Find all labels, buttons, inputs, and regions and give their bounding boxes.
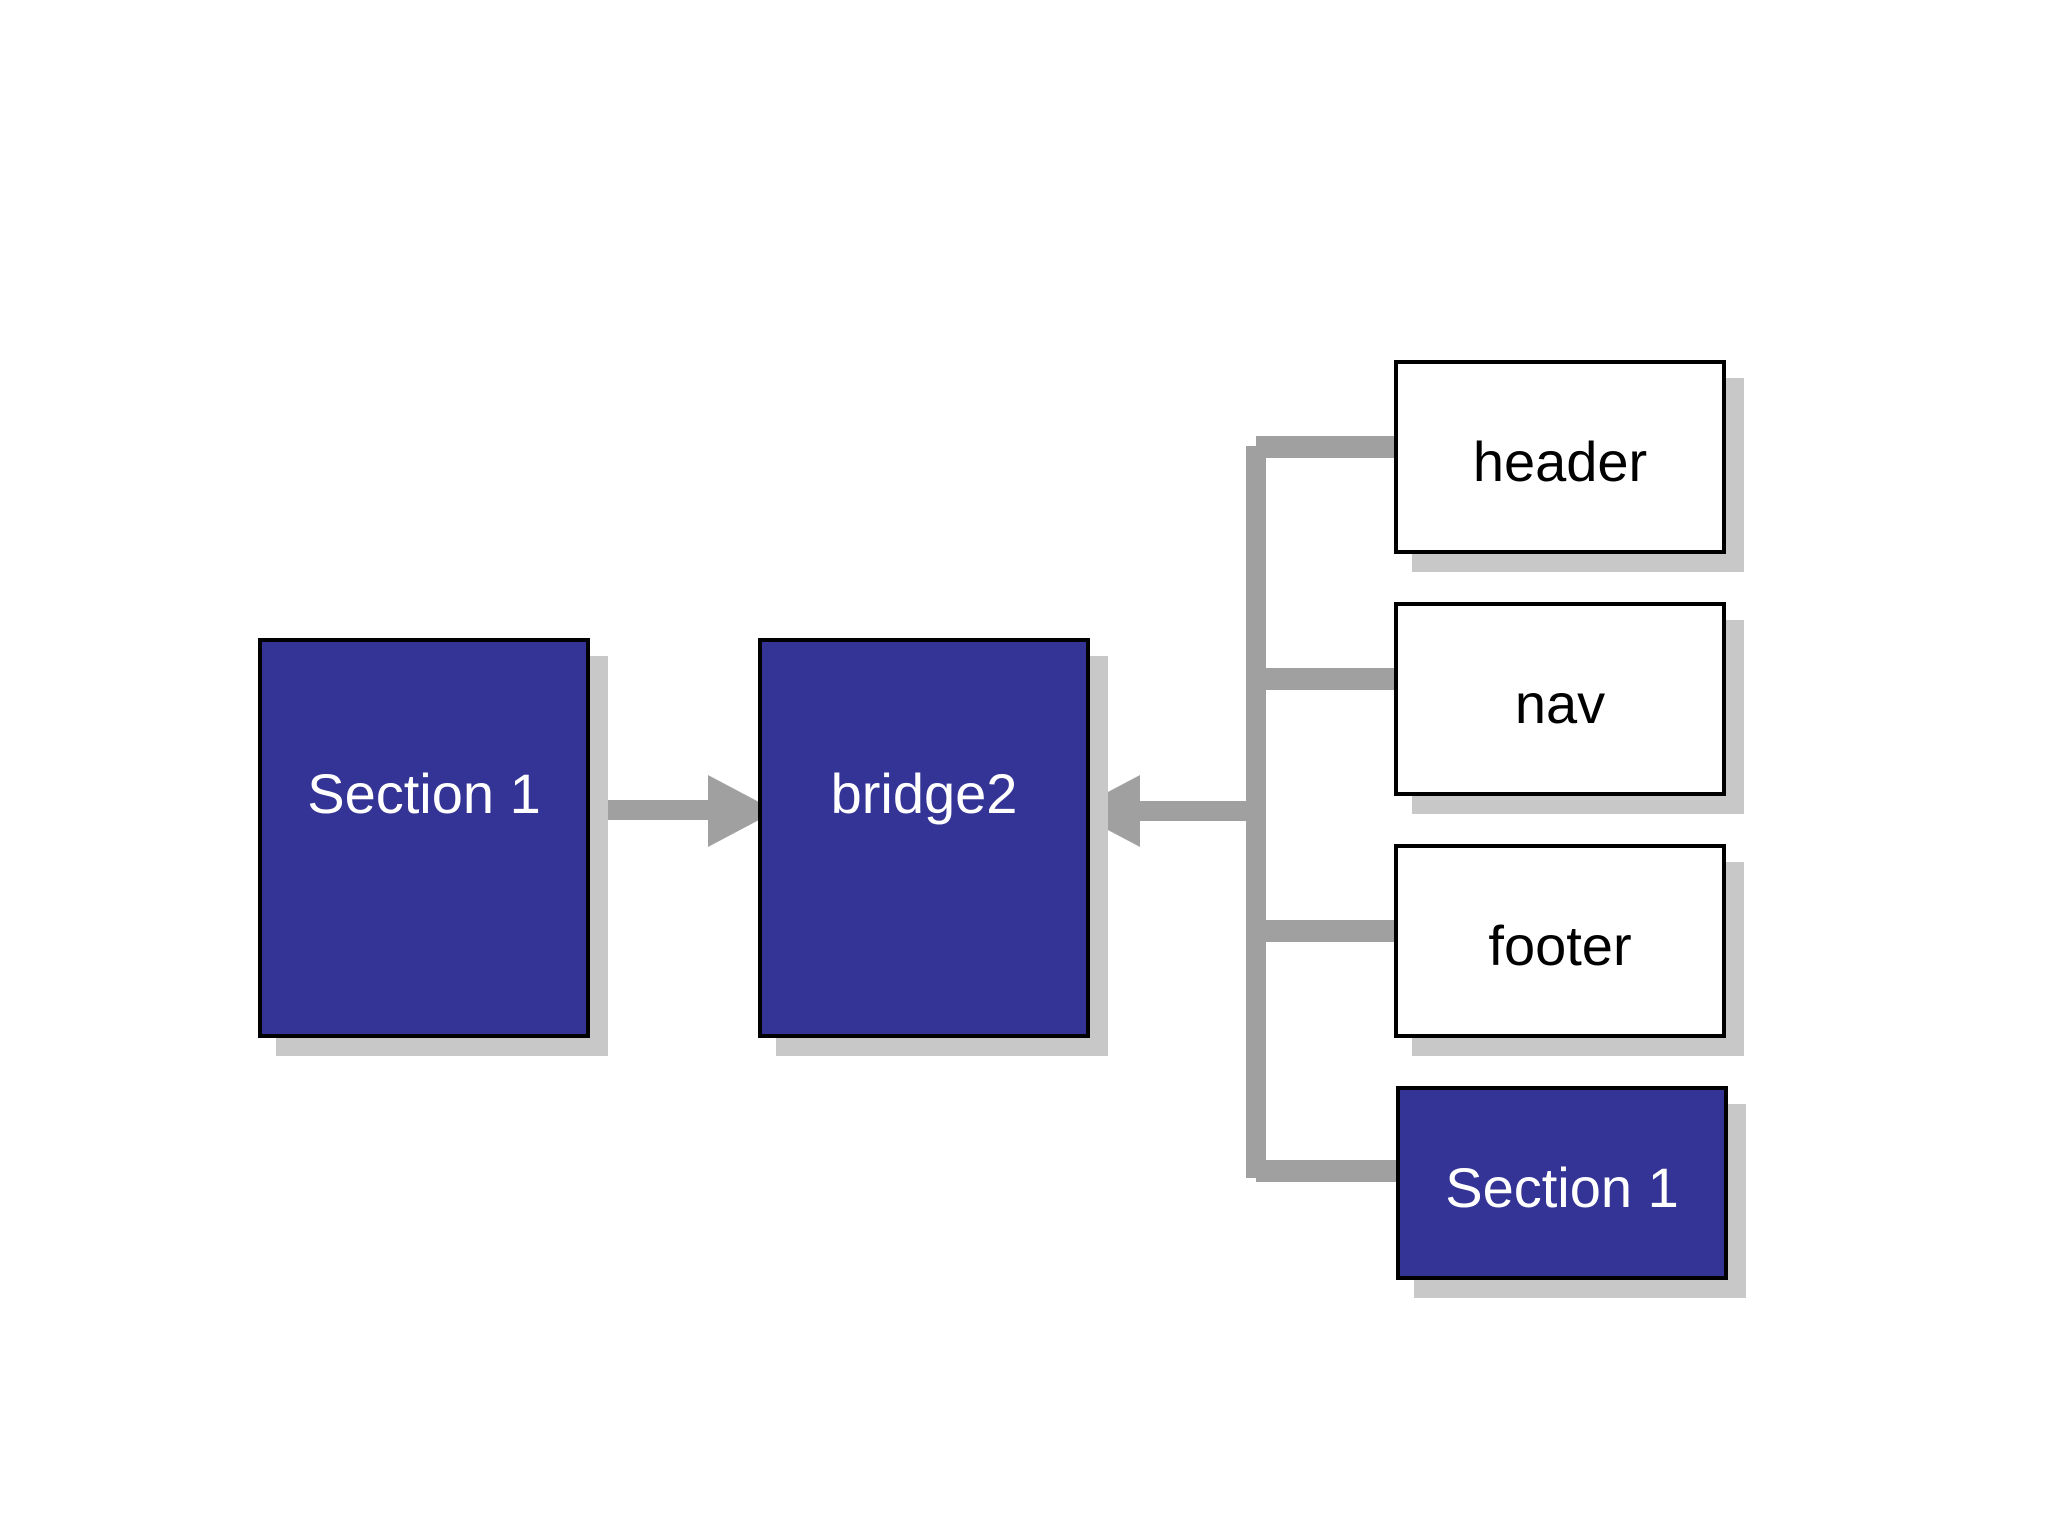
tree-trunk bbox=[1246, 446, 1266, 1178]
branch-footer bbox=[1256, 920, 1394, 942]
branch-section bbox=[1256, 1160, 1396, 1182]
header-box: header bbox=[1394, 360, 1726, 554]
footer-box-label: footer bbox=[1488, 914, 1632, 977]
nav-box: nav bbox=[1394, 602, 1726, 796]
source-section-label: Section 1 bbox=[307, 762, 541, 825]
branch-header bbox=[1256, 436, 1394, 458]
branch-nav bbox=[1256, 668, 1394, 690]
arrow-section-to-bridge bbox=[590, 775, 776, 847]
child-section-label: Section 1 bbox=[1445, 1156, 1679, 1219]
child-section-box: Section 1 bbox=[1396, 1086, 1728, 1280]
footer-box: footer bbox=[1394, 844, 1726, 1038]
trunk-cap-bottom bbox=[1256, 1160, 1266, 1182]
trunk-cap-top bbox=[1256, 436, 1266, 458]
nav-box-label: nav bbox=[1514, 672, 1606, 735]
bridge-label: bridge2 bbox=[830, 762, 1018, 825]
source-section-box: Section 1 bbox=[258, 638, 590, 1038]
header-box-label: header bbox=[1472, 430, 1648, 493]
bridge-box: bridge2 bbox=[758, 638, 1090, 1038]
arrow-tree-to-bridge bbox=[1072, 775, 1256, 847]
